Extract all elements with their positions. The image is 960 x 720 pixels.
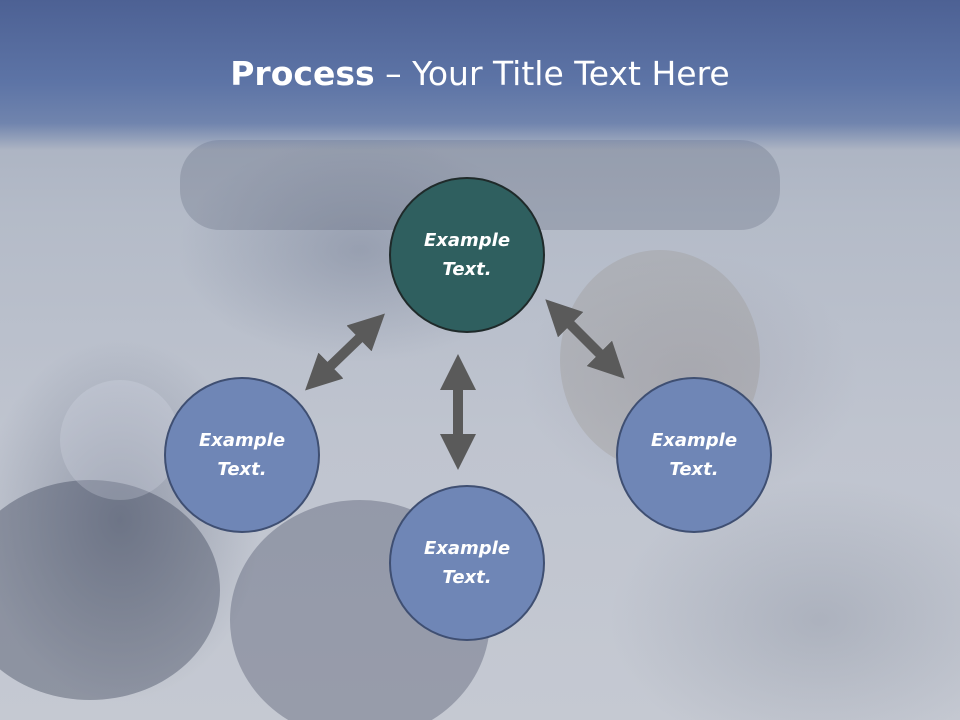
node-label-line1: Example (650, 430, 738, 451)
title-bold-part: Process (230, 54, 375, 93)
node-label-line1: Example (423, 538, 511, 559)
node-label-line1: Example (423, 230, 511, 251)
background-blur-shape (60, 380, 180, 500)
slide-title: Process – Your Title Text Here (0, 52, 960, 96)
node-label-line2: Text. (442, 567, 492, 588)
background-blur-shape (0, 480, 220, 700)
node-label-line2: Text. (217, 459, 267, 480)
node-label-line2: Text. (669, 459, 719, 480)
title-band (0, 0, 960, 150)
node-label-line1: Example (198, 430, 286, 451)
node-label-line2: Text. (442, 259, 492, 280)
title-rest-part: – Your Title Text Here (374, 54, 730, 93)
